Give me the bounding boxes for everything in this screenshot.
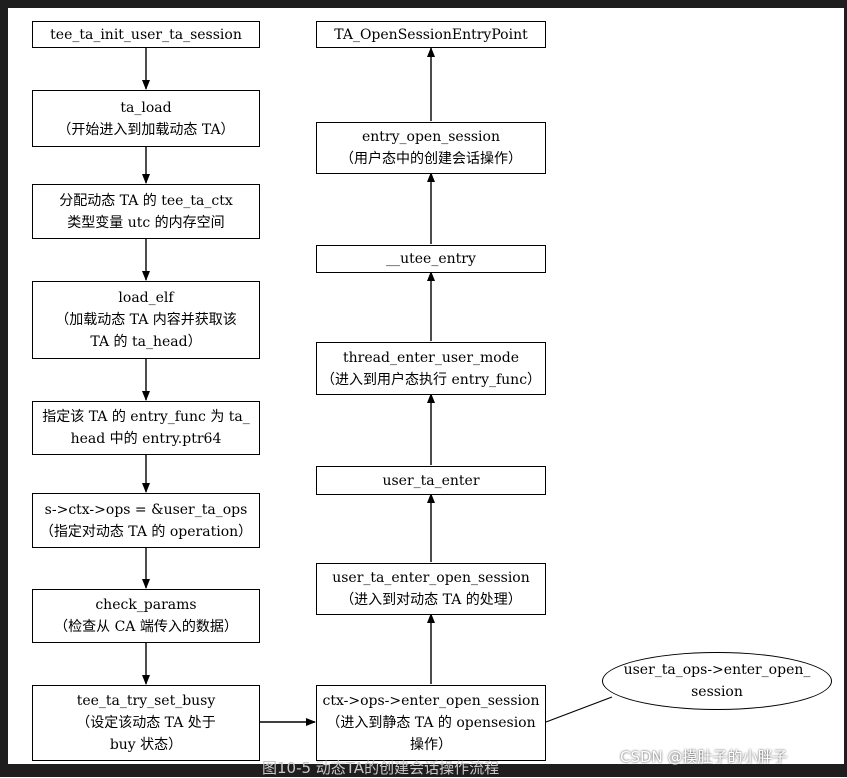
node-ta-load: ta_load （开始进入到加载动态 TA） [32,90,260,147]
node-thread-enter-user-mode: thread_enter_user_mode （进入到用户态执行 entry_f… [316,342,546,395]
node-check-params: check_params （检查从 CA 端传入的数据） [32,589,260,643]
node-user-ta-enter: user_ta_enter [316,466,546,495]
figure-caption: 图10-5 动态TA的创建会话操作流程 [262,760,500,777]
node-entry-open-session: entry_open_session （用户态中的创建会话操作） [316,122,546,174]
node-entry-func: 指定该 TA 的 entry_func 为 ta_ head 中的 entry.… [32,401,260,455]
node-ctx-ops-enter-open-session: ctx->ops->enter_open_session （进入到静态 TA 的… [316,685,546,761]
node-tee-ta-init-user-ta-session: tee_ta_init_user_ta_session [32,21,260,48]
node-load-elf: load_elf （加载动态 TA 内容并获取该 TA 的 ta_head） [32,281,260,359]
node-user-ta-enter-open-session: user_ta_enter_open_session （进入到对动态 TA 的处… [316,563,546,615]
note-connector [545,696,613,723]
node-tee-ta-try-set-busy: tee_ta_try_set_busy （设定该动态 TA 处于 buy 状态） [32,685,260,761]
node-utee-entry: __utee_entry [316,245,546,273]
csdn-watermark: CSDN @摸肚子的小胖子 [620,748,788,766]
note-ellipse: user_ta_ops->enter_open_ session [602,652,832,710]
node-ta-open-session-entry-point: TA_OpenSessionEntryPoint [316,21,546,48]
node-alloc-utc: 分配动态 TA 的 tee_ta_ctx 类型变量 utc 的内存空间 [32,184,260,239]
node-ctx-ops: s->ctx->ops = &user_ta_ops （指定对动态 TA 的 o… [32,493,260,548]
